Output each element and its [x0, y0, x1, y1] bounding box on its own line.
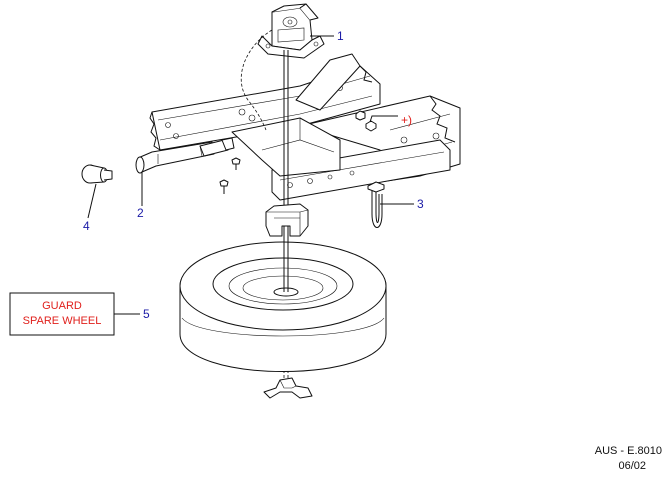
callout-5: 5 — [143, 307, 150, 321]
cable-route — [240, 29, 273, 131]
lower-retainer — [263, 377, 313, 399]
callout-1: 1 — [337, 29, 344, 43]
label-box-line1: GUARD — [42, 300, 82, 312]
upper-clamp — [265, 203, 309, 237]
chassis-frame — [149, 53, 461, 201]
callout-2: 2 — [137, 206, 144, 220]
drawing-date: 06/02 — [618, 460, 646, 472]
guard-label-box: GUARD SPARE WHEEL — [9, 292, 115, 336]
spare-wheel — [179, 241, 387, 372]
callout-3: 3 — [417, 197, 424, 211]
leader-lines — [87, 35, 414, 315]
u-bolt — [367, 181, 385, 228]
callout-4: 4 — [83, 219, 90, 233]
frame-bolts — [219, 110, 377, 194]
wheel-plug — [81, 164, 113, 184]
label-box-line2: SPARE WHEEL — [23, 315, 102, 327]
drawing-reference: AUS - E.8010 — [595, 445, 662, 457]
note-marker: +) — [401, 113, 412, 127]
winch-bracket — [257, 3, 325, 59]
